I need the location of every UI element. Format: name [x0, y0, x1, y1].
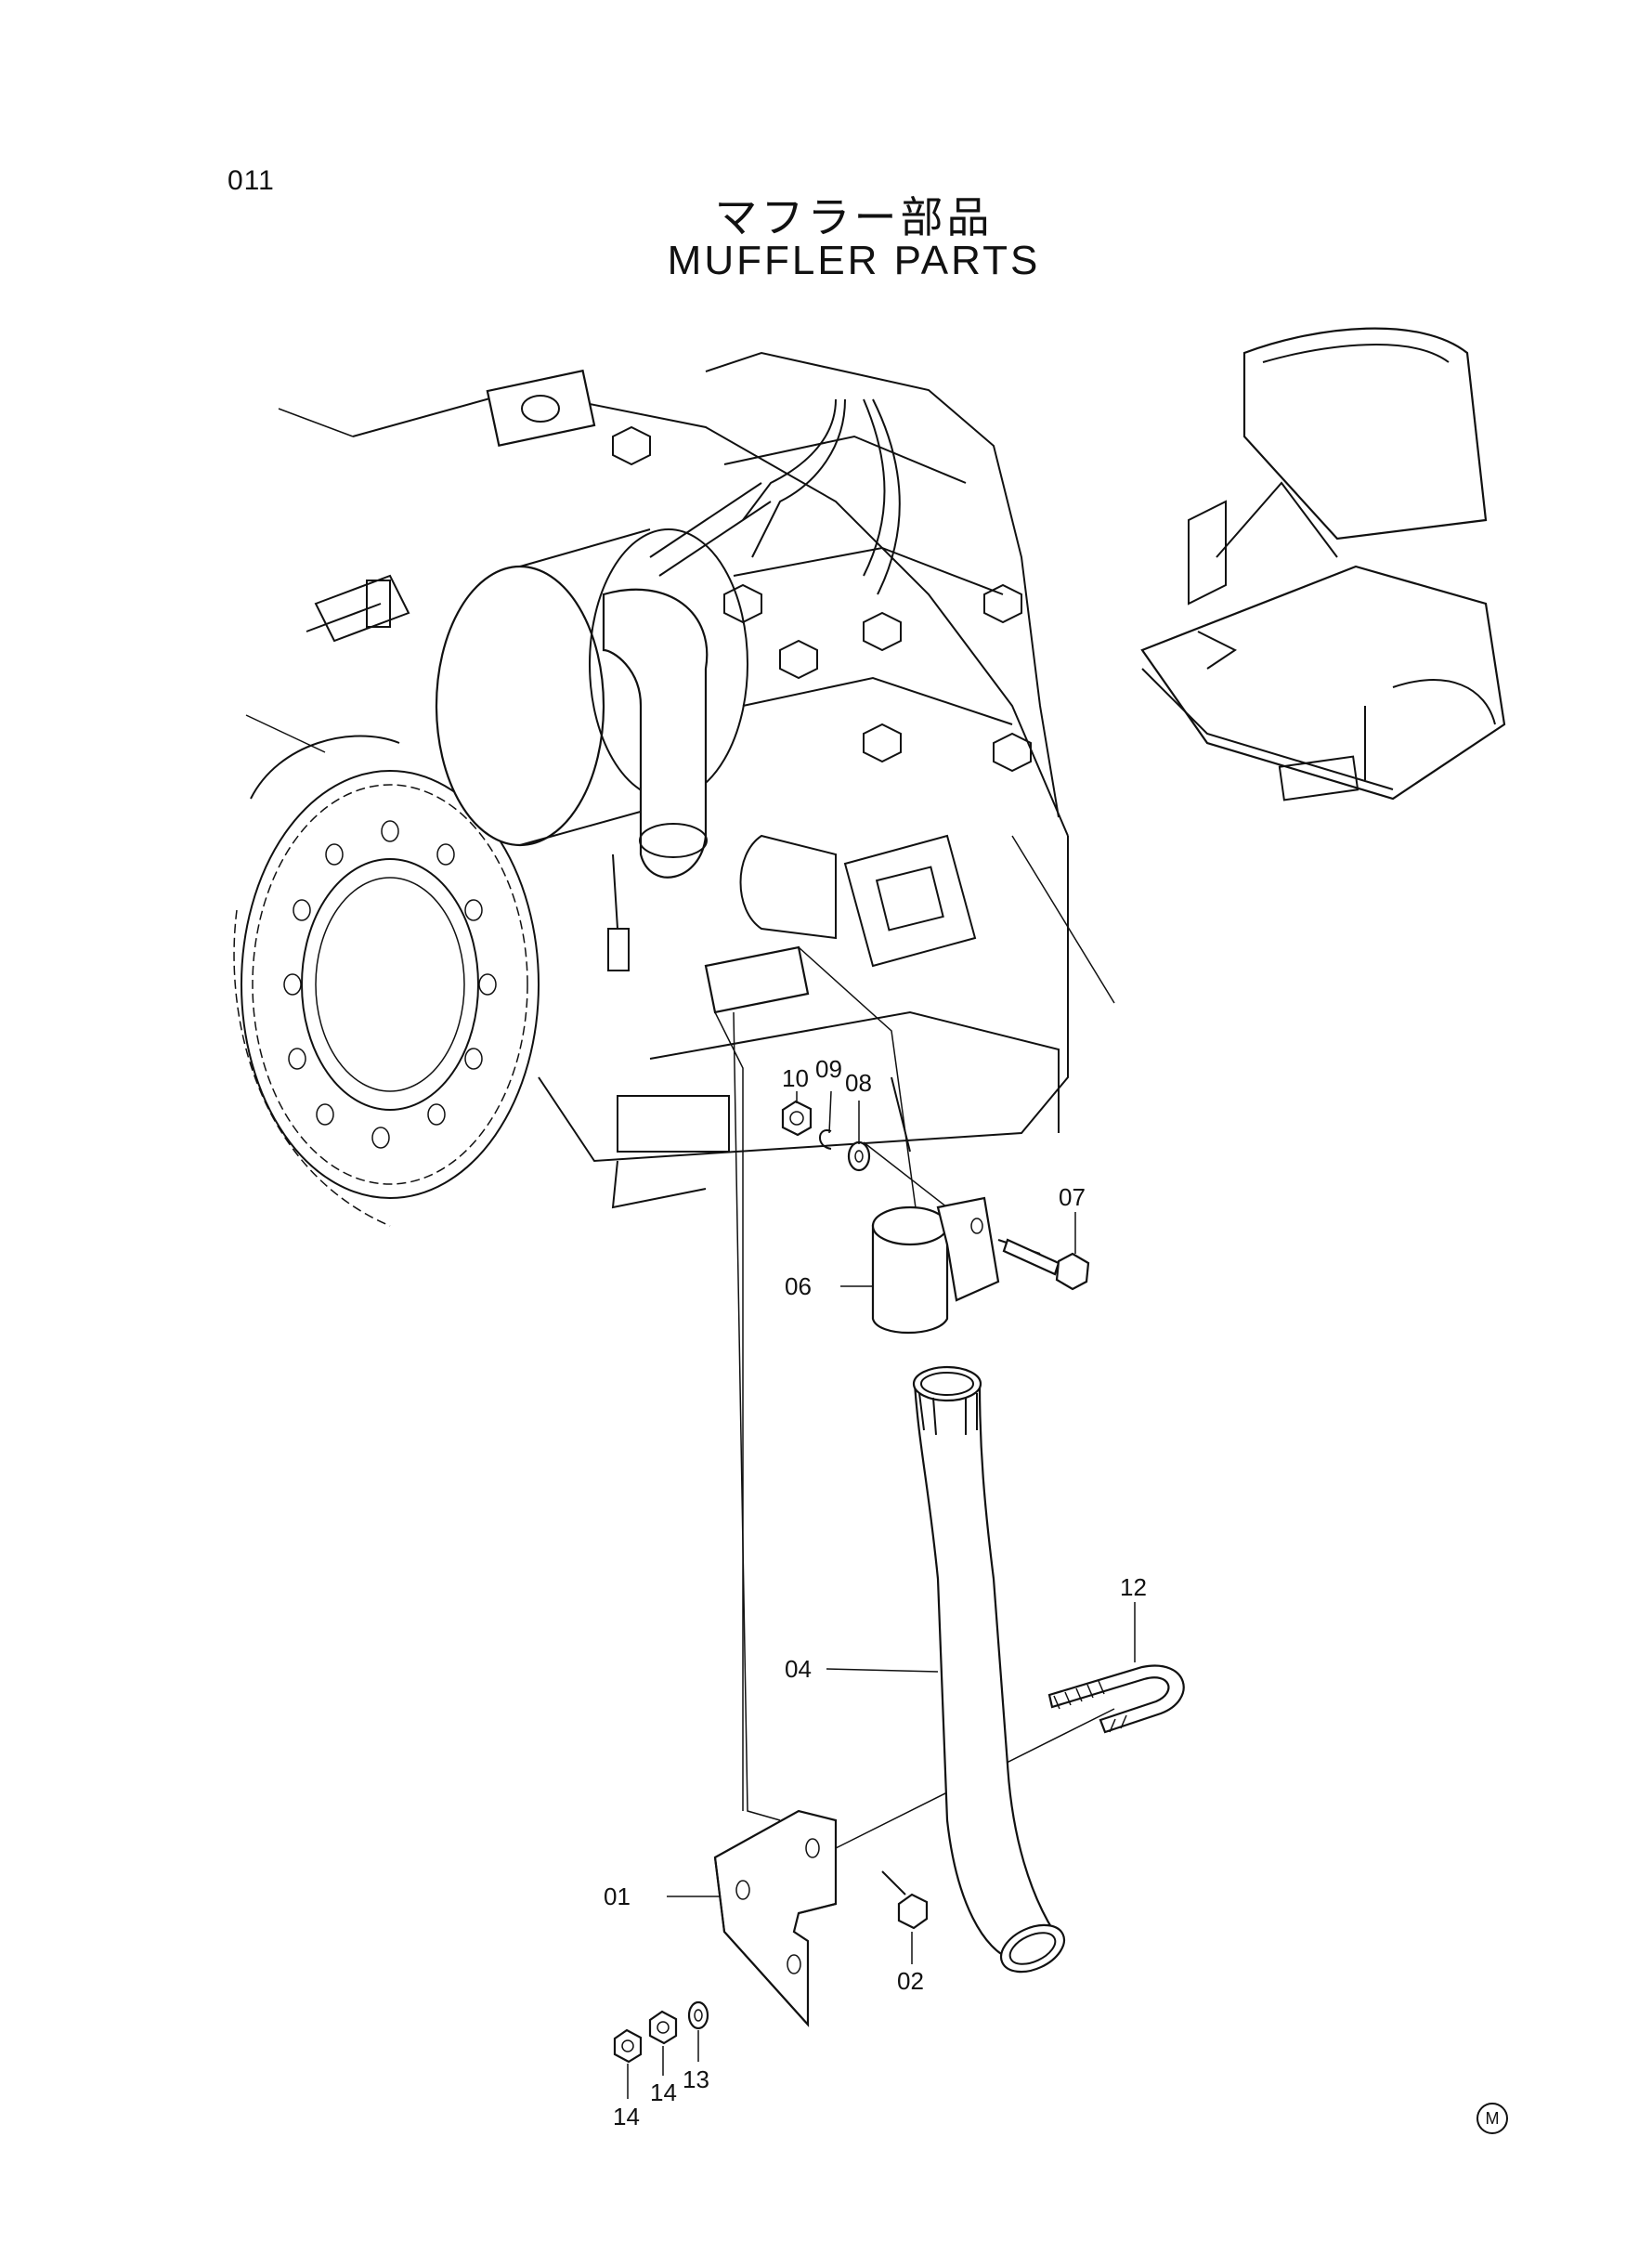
- part-04-tail-pipe: [912, 1365, 1066, 1974]
- callout-10: 10: [782, 1064, 809, 1092]
- callout-01: 01: [604, 1883, 631, 1910]
- engine-illustration: [233, 351, 1115, 1227]
- part-08-flat-washer: [847, 1140, 871, 1172]
- part-12-u-bolt: [1047, 1664, 1185, 1734]
- callout-14: 14: [650, 2078, 677, 2106]
- callout-09: 09: [815, 1055, 842, 1083]
- part-10-nut: [781, 1100, 813, 1137]
- assembly-lines: [714, 946, 1115, 1849]
- part-14-nuts: [613, 2010, 678, 2064]
- callout-04: 04: [785, 1655, 812, 1683]
- part-02-flange-bolt: [881, 1870, 929, 1930]
- callout-06: 06: [785, 1272, 812, 1300]
- part-06-clamp: [871, 1196, 1000, 1334]
- part-07-bolt: [997, 1238, 1090, 1291]
- page-title-english: MUFFLER PARTS: [667, 238, 1041, 283]
- callout-leaders: [627, 1090, 1136, 2099]
- machine-inset-illustration: [1140, 327, 1506, 801]
- callout-labels: 10 09 08 07 06 04 12 01 02 13 14 14: [604, 1055, 1147, 2130]
- callout-12: 12: [1120, 1573, 1147, 1601]
- callout-07: 07: [1059, 1183, 1086, 1211]
- part-09-spring-washer: [819, 1129, 832, 1150]
- part-01-bracket: [713, 1809, 838, 2027]
- page-title-japanese: マフラー部品: [714, 192, 994, 242]
- callout-13: 13: [683, 2065, 709, 2093]
- page-number: 011: [228, 165, 275, 196]
- part-13-washer: [687, 2000, 709, 2030]
- callout-08: 08: [845, 1069, 872, 1097]
- manufacturer-mark: M: [1476, 2103, 1508, 2134]
- callout-14: 14: [613, 2103, 640, 2130]
- callout-02: 02: [897, 1967, 924, 1995]
